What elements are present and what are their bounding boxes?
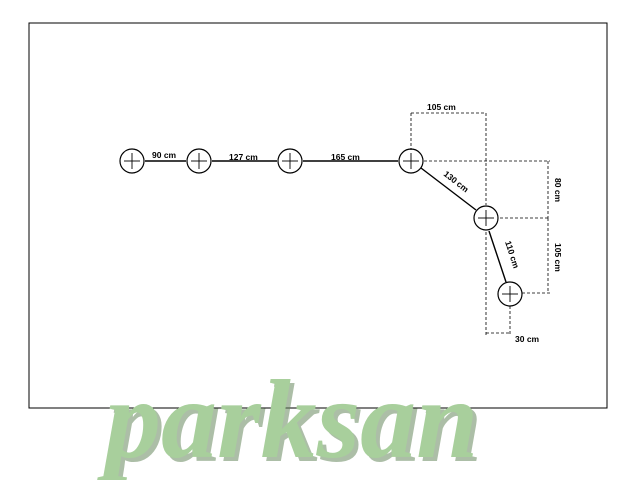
dim-label-30: 30 cm bbox=[515, 334, 540, 344]
drawing-frame bbox=[28, 22, 608, 409]
dim-label-127: 127 cm bbox=[229, 152, 258, 162]
node bbox=[473, 205, 499, 231]
logo-shadow: parksan bbox=[101, 362, 482, 480]
dimension-guides bbox=[410, 112, 550, 335]
dim-label-165: 165 cm bbox=[331, 152, 360, 162]
dim-label-105-height: 105 cm bbox=[553, 243, 563, 272]
connection-lines bbox=[145, 160, 507, 283]
node bbox=[497, 281, 523, 307]
logo-text: parksan bbox=[97, 358, 478, 480]
dim-label-80: 80 cm bbox=[553, 178, 563, 203]
dim-label-105-width: 105 cm bbox=[427, 102, 456, 112]
node bbox=[119, 148, 145, 174]
dim-label-90: 90 cm bbox=[152, 150, 177, 160]
node bbox=[186, 148, 212, 174]
node bbox=[398, 148, 424, 174]
parksan-logo: parksan parksan bbox=[97, 358, 482, 480]
node bbox=[277, 148, 303, 174]
